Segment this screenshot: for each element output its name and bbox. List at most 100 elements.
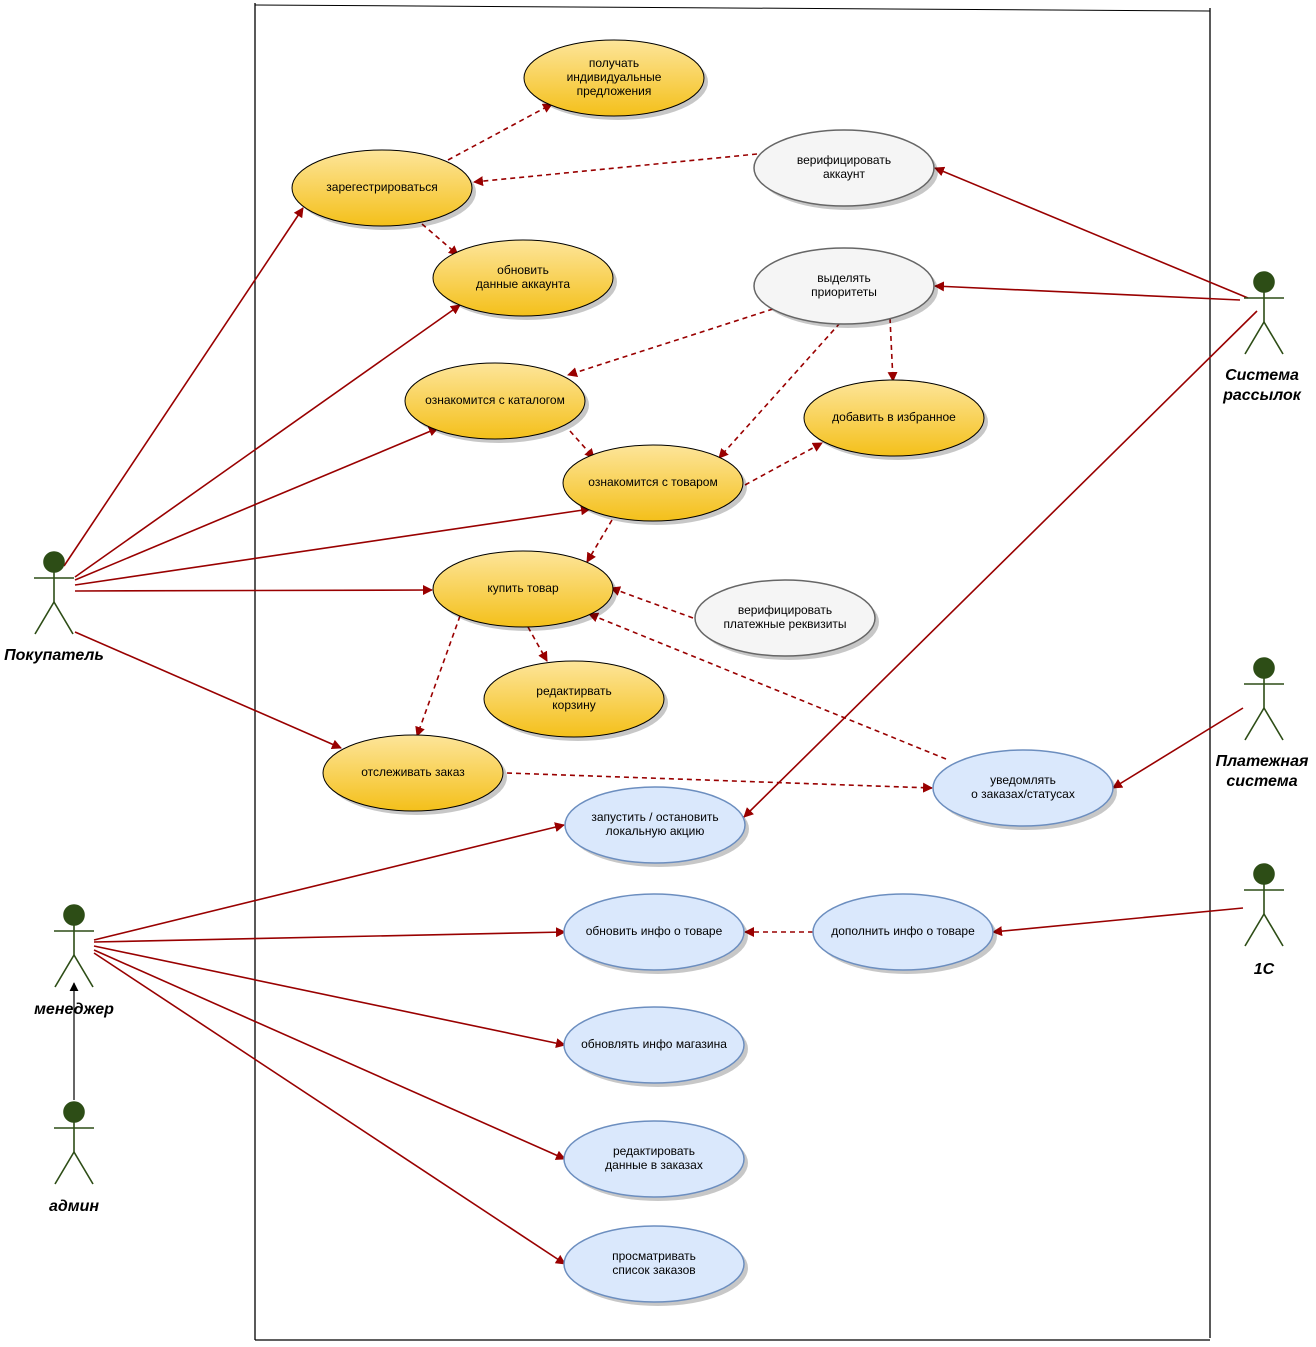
actor-manager[interactable]: менеджер xyxy=(34,904,114,1018)
use-case-label: просматривать xyxy=(612,1249,696,1263)
use-case-label: верифицировать xyxy=(797,153,891,167)
use-case-ellipse xyxy=(563,1120,745,1198)
actor-payment[interactable]: Платежная система xyxy=(1216,657,1309,790)
use-case-ellipse xyxy=(753,129,935,207)
use-case-ellipse xyxy=(563,893,745,971)
use-case-ellipse xyxy=(812,893,994,971)
use-case-buy[interactable]: купить товар xyxy=(432,550,617,631)
use-case-catalog[interactable]: ознакомится с каталогом xyxy=(404,362,589,443)
use-case-label: список заказов xyxy=(612,1263,695,1277)
dependency-uc_register-to-uc_update_account xyxy=(421,223,459,256)
use-case-label: выделять xyxy=(817,271,871,285)
use-case-label: запустить / остановить xyxy=(591,810,718,824)
use-case-ellipse xyxy=(564,786,746,864)
actor-label: 1С xyxy=(1254,961,1275,978)
actor-figure-icon xyxy=(54,904,94,988)
use-case-track[interactable]: отслеживать заказ xyxy=(322,734,507,815)
use-case-update-product[interactable]: обновить инфо о товаре xyxy=(563,893,748,974)
use-case-ellipse xyxy=(563,1225,745,1303)
use-case-ellipse xyxy=(291,149,473,227)
association-payment-to-uc_notify xyxy=(1112,707,1244,789)
use-case-ellipse xyxy=(694,579,876,657)
actor-label: система xyxy=(1226,773,1297,790)
actor-mailing[interactable]: Система рассылок xyxy=(1222,271,1302,404)
dependency-uc_priorities-to-uc_catalog xyxy=(567,308,774,378)
use-case-label: обновить инфо о товаре xyxy=(586,924,723,938)
use-case-favorites[interactable]: добавить в избранное xyxy=(803,379,988,460)
dependency-uc_product-to-uc_buy xyxy=(586,519,613,563)
dependency-uc_priorities-to-uc_favorites xyxy=(887,317,898,382)
actor-label: Система xyxy=(1225,367,1299,384)
actor-label: Платежная xyxy=(1216,753,1309,770)
actor-figure-icon xyxy=(1244,863,1284,947)
actor-figure-icon xyxy=(54,1101,94,1185)
use-case-update-store[interactable]: обновлять инфо магазина xyxy=(563,1006,748,1087)
association-manager-to-uc_update_store xyxy=(93,945,566,1049)
use-case-label: отслеживать заказ xyxy=(361,765,465,779)
actor-label: админ xyxy=(49,1198,99,1215)
use-case-label: предложения xyxy=(577,84,652,98)
actor-label: менеджер xyxy=(34,1001,114,1018)
association-onec-to-uc_supplement_product xyxy=(992,907,1244,937)
use-case-ellipse xyxy=(562,444,744,522)
use-case-product[interactable]: ознакомится с товаром xyxy=(562,444,747,525)
use-case-label: купить товар xyxy=(487,581,559,595)
association-mailing-to-uc_priorities xyxy=(934,281,1241,301)
use-case-ellipse xyxy=(523,39,705,117)
use-case-ellipse xyxy=(483,660,665,738)
use-case-ellipse xyxy=(432,550,614,628)
association-manager-to-uc_update_product xyxy=(93,927,566,943)
use-case-label: ознакомится с товаром xyxy=(588,475,717,489)
association-buyer-to-uc_catalog xyxy=(74,426,439,581)
use-case-label: приоритеты xyxy=(811,285,877,299)
use-case-label: добавить в избранное xyxy=(832,410,956,424)
use-case-label: зарегестрироваться xyxy=(326,180,437,194)
use-case-label: редактировать xyxy=(613,1144,695,1158)
use-case-label: данные аккаунта xyxy=(476,277,571,291)
association-manager-to-uc_view_orders xyxy=(93,952,566,1265)
dependency-uc_register-to-uc_offers xyxy=(447,103,553,161)
use-case-label: верифицировать xyxy=(738,603,832,617)
edges-layer xyxy=(63,103,1258,1265)
dependency-uc_product-to-uc_favorites xyxy=(744,442,823,486)
dependency-uc_priorities-to-uc_product xyxy=(718,322,841,459)
actor-figure-icon xyxy=(34,551,74,635)
actor-label: рассылок xyxy=(1222,387,1302,404)
use-case-label: индивидуальные xyxy=(567,70,662,84)
dependency-uc_notify-to-uc_buy xyxy=(588,612,947,760)
actor-admin[interactable]: админ xyxy=(49,1101,99,1215)
use-case-label: платежные реквизиты xyxy=(723,617,846,631)
use-case-ellipse xyxy=(432,239,614,317)
dependency-uc_verify_account-to-uc_register xyxy=(473,153,758,187)
use-case-ellipse xyxy=(322,734,504,812)
use-case-ellipse xyxy=(803,379,985,457)
use-case-ellipse xyxy=(563,1006,745,1084)
use-case-label: локальную акцию xyxy=(606,824,705,838)
use-case-label: корзину xyxy=(552,698,595,712)
actor-buyer[interactable]: Покупатель xyxy=(4,551,104,664)
use-case-label: дополнить инфо о товаре xyxy=(831,924,975,938)
association-buyer-to-uc_buy xyxy=(74,585,433,596)
actor-onec[interactable]: 1С xyxy=(1244,863,1284,978)
association-manager-to-uc_promo xyxy=(93,822,565,941)
use-case-register[interactable]: зарегестрироваться xyxy=(291,149,476,230)
use-case-label: обновить xyxy=(497,263,549,277)
association-buyer-to-uc_track xyxy=(74,631,342,749)
use-case-ellipse xyxy=(753,247,935,325)
use-case-ellipse xyxy=(932,749,1114,827)
use-case-supplement-product[interactable]: дополнить инфо о товаре xyxy=(812,893,997,974)
association-manager-to-uc_edit_orders xyxy=(93,949,566,1160)
